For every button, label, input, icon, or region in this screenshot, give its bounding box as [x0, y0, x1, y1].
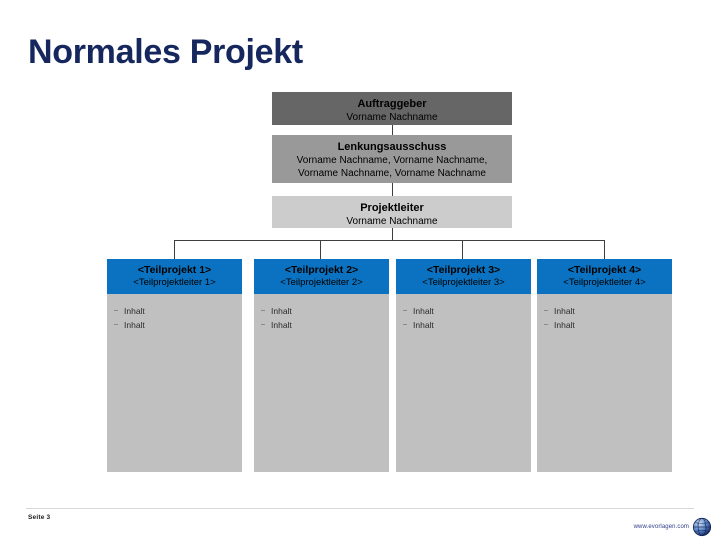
bullet-icon: [403, 309, 407, 311]
org-node-subtitle-line2: Vorname Nachname, Vorname Nachname: [298, 168, 486, 179]
connector-projektleiter-bus: [392, 228, 393, 240]
org-node-lenkungsausschuss[interactable]: Lenkungsausschuss Vorname Nachname, Vorn…: [272, 135, 512, 183]
list-item: Inhalt: [544, 319, 672, 332]
list-item-label: Inhalt: [271, 306, 292, 316]
subproject-title: <Teilprojekt 4>: [567, 264, 642, 276]
subproject-lead: <Teilprojektleiter 2>: [280, 277, 363, 288]
subproject-body-4[interactable]: Inhalt Inhalt: [537, 294, 672, 472]
page-title: Normales Projekt: [28, 33, 303, 71]
bullet-icon: [544, 309, 548, 311]
brand-footer[interactable]: www.evorlagen.com: [634, 516, 713, 538]
subproject-header-1[interactable]: <Teilprojekt 1> <Teilprojektleiter 1>: [107, 259, 242, 294]
list-item: Inhalt: [403, 319, 531, 332]
subproject-header-2[interactable]: <Teilprojekt 2> <Teilprojektleiter 2>: [254, 259, 389, 294]
subproject-lead: <Teilprojektleiter 1>: [133, 277, 216, 288]
subproject-body-2[interactable]: Inhalt Inhalt: [254, 294, 389, 472]
org-node-subtitle-line1: Vorname Nachname, Vorname Nachname,: [296, 155, 488, 166]
footer-divider: [26, 508, 694, 509]
subproject-column-4[interactable]: <Teilprojekt 4> <Teilprojektleiter 4> In…: [537, 259, 672, 472]
list-item-label: Inhalt: [554, 306, 575, 316]
connector-horizontal-bus: [174, 240, 605, 241]
org-node-subtitle: Vorname Nachname: [346, 112, 438, 123]
subproject-header-3[interactable]: <Teilprojekt 3> <Teilprojektleiter 3>: [396, 259, 531, 294]
list-item-label: Inhalt: [124, 320, 145, 330]
connector-drop-teilprojekt-1: [174, 240, 175, 259]
list-item: Inhalt: [403, 305, 531, 318]
bullet-icon: [261, 309, 265, 311]
list-item: Inhalt: [544, 305, 672, 318]
connector-drop-teilprojekt-2: [320, 240, 321, 259]
subproject-header-4[interactable]: <Teilprojekt 4> <Teilprojektleiter 4>: [537, 259, 672, 294]
connector-lenkungsausschuss-projektleiter: [392, 183, 393, 196]
org-node-auftraggeber[interactable]: Auftraggeber Vorname Nachname: [272, 92, 512, 125]
connector-drop-teilprojekt-4: [604, 240, 605, 259]
list-item-label: Inhalt: [413, 320, 434, 330]
subproject-lead: <Teilprojektleiter 3>: [422, 277, 505, 288]
list-item: Inhalt: [114, 319, 242, 332]
bullet-icon: [261, 323, 265, 325]
subproject-column-1[interactable]: <Teilprojekt 1> <Teilprojektleiter 1> In…: [107, 259, 242, 472]
list-item: Inhalt: [261, 319, 389, 332]
connector-drop-teilprojekt-3: [462, 240, 463, 259]
bullet-icon: [544, 323, 548, 325]
brand-url-label: www.evorlagen.com: [633, 524, 689, 530]
subproject-body-3[interactable]: Inhalt Inhalt: [396, 294, 531, 472]
bullet-icon: [403, 323, 407, 325]
page-number-label: Seite 3: [28, 514, 51, 521]
globe-icon: [691, 516, 713, 538]
org-node-title: Lenkungsausschuss: [337, 141, 447, 153]
subproject-column-3[interactable]: <Teilprojekt 3> <Teilprojektleiter 3> In…: [396, 259, 531, 472]
list-item-label: Inhalt: [554, 320, 575, 330]
list-item: Inhalt: [114, 305, 242, 318]
org-node-subtitle: Vorname Nachname: [346, 216, 438, 227]
subproject-column-2[interactable]: <Teilprojekt 2> <Teilprojektleiter 2> In…: [254, 259, 389, 472]
connector-auftraggeber-lenkungsausschuss: [392, 125, 393, 135]
subproject-lead: <Teilprojektleiter 4>: [563, 277, 646, 288]
bullet-icon: [114, 309, 118, 311]
org-chart: Auftraggeber Vorname Nachname Lenkungsau…: [107, 92, 672, 472]
org-node-projektleiter[interactable]: Projektleiter Vorname Nachname: [272, 196, 512, 228]
org-node-title: Projektleiter: [360, 202, 424, 214]
subproject-body-1[interactable]: Inhalt Inhalt: [107, 294, 242, 472]
list-item-label: Inhalt: [413, 306, 434, 316]
bullet-icon: [114, 323, 118, 325]
list-item-label: Inhalt: [124, 306, 145, 316]
list-item-label: Inhalt: [271, 320, 292, 330]
org-node-title: Auftraggeber: [357, 98, 427, 110]
list-item: Inhalt: [261, 305, 389, 318]
subproject-title: <Teilprojekt 2>: [284, 264, 359, 276]
subproject-title: <Teilprojekt 3>: [426, 264, 501, 276]
subproject-title: <Teilprojekt 1>: [137, 264, 212, 276]
